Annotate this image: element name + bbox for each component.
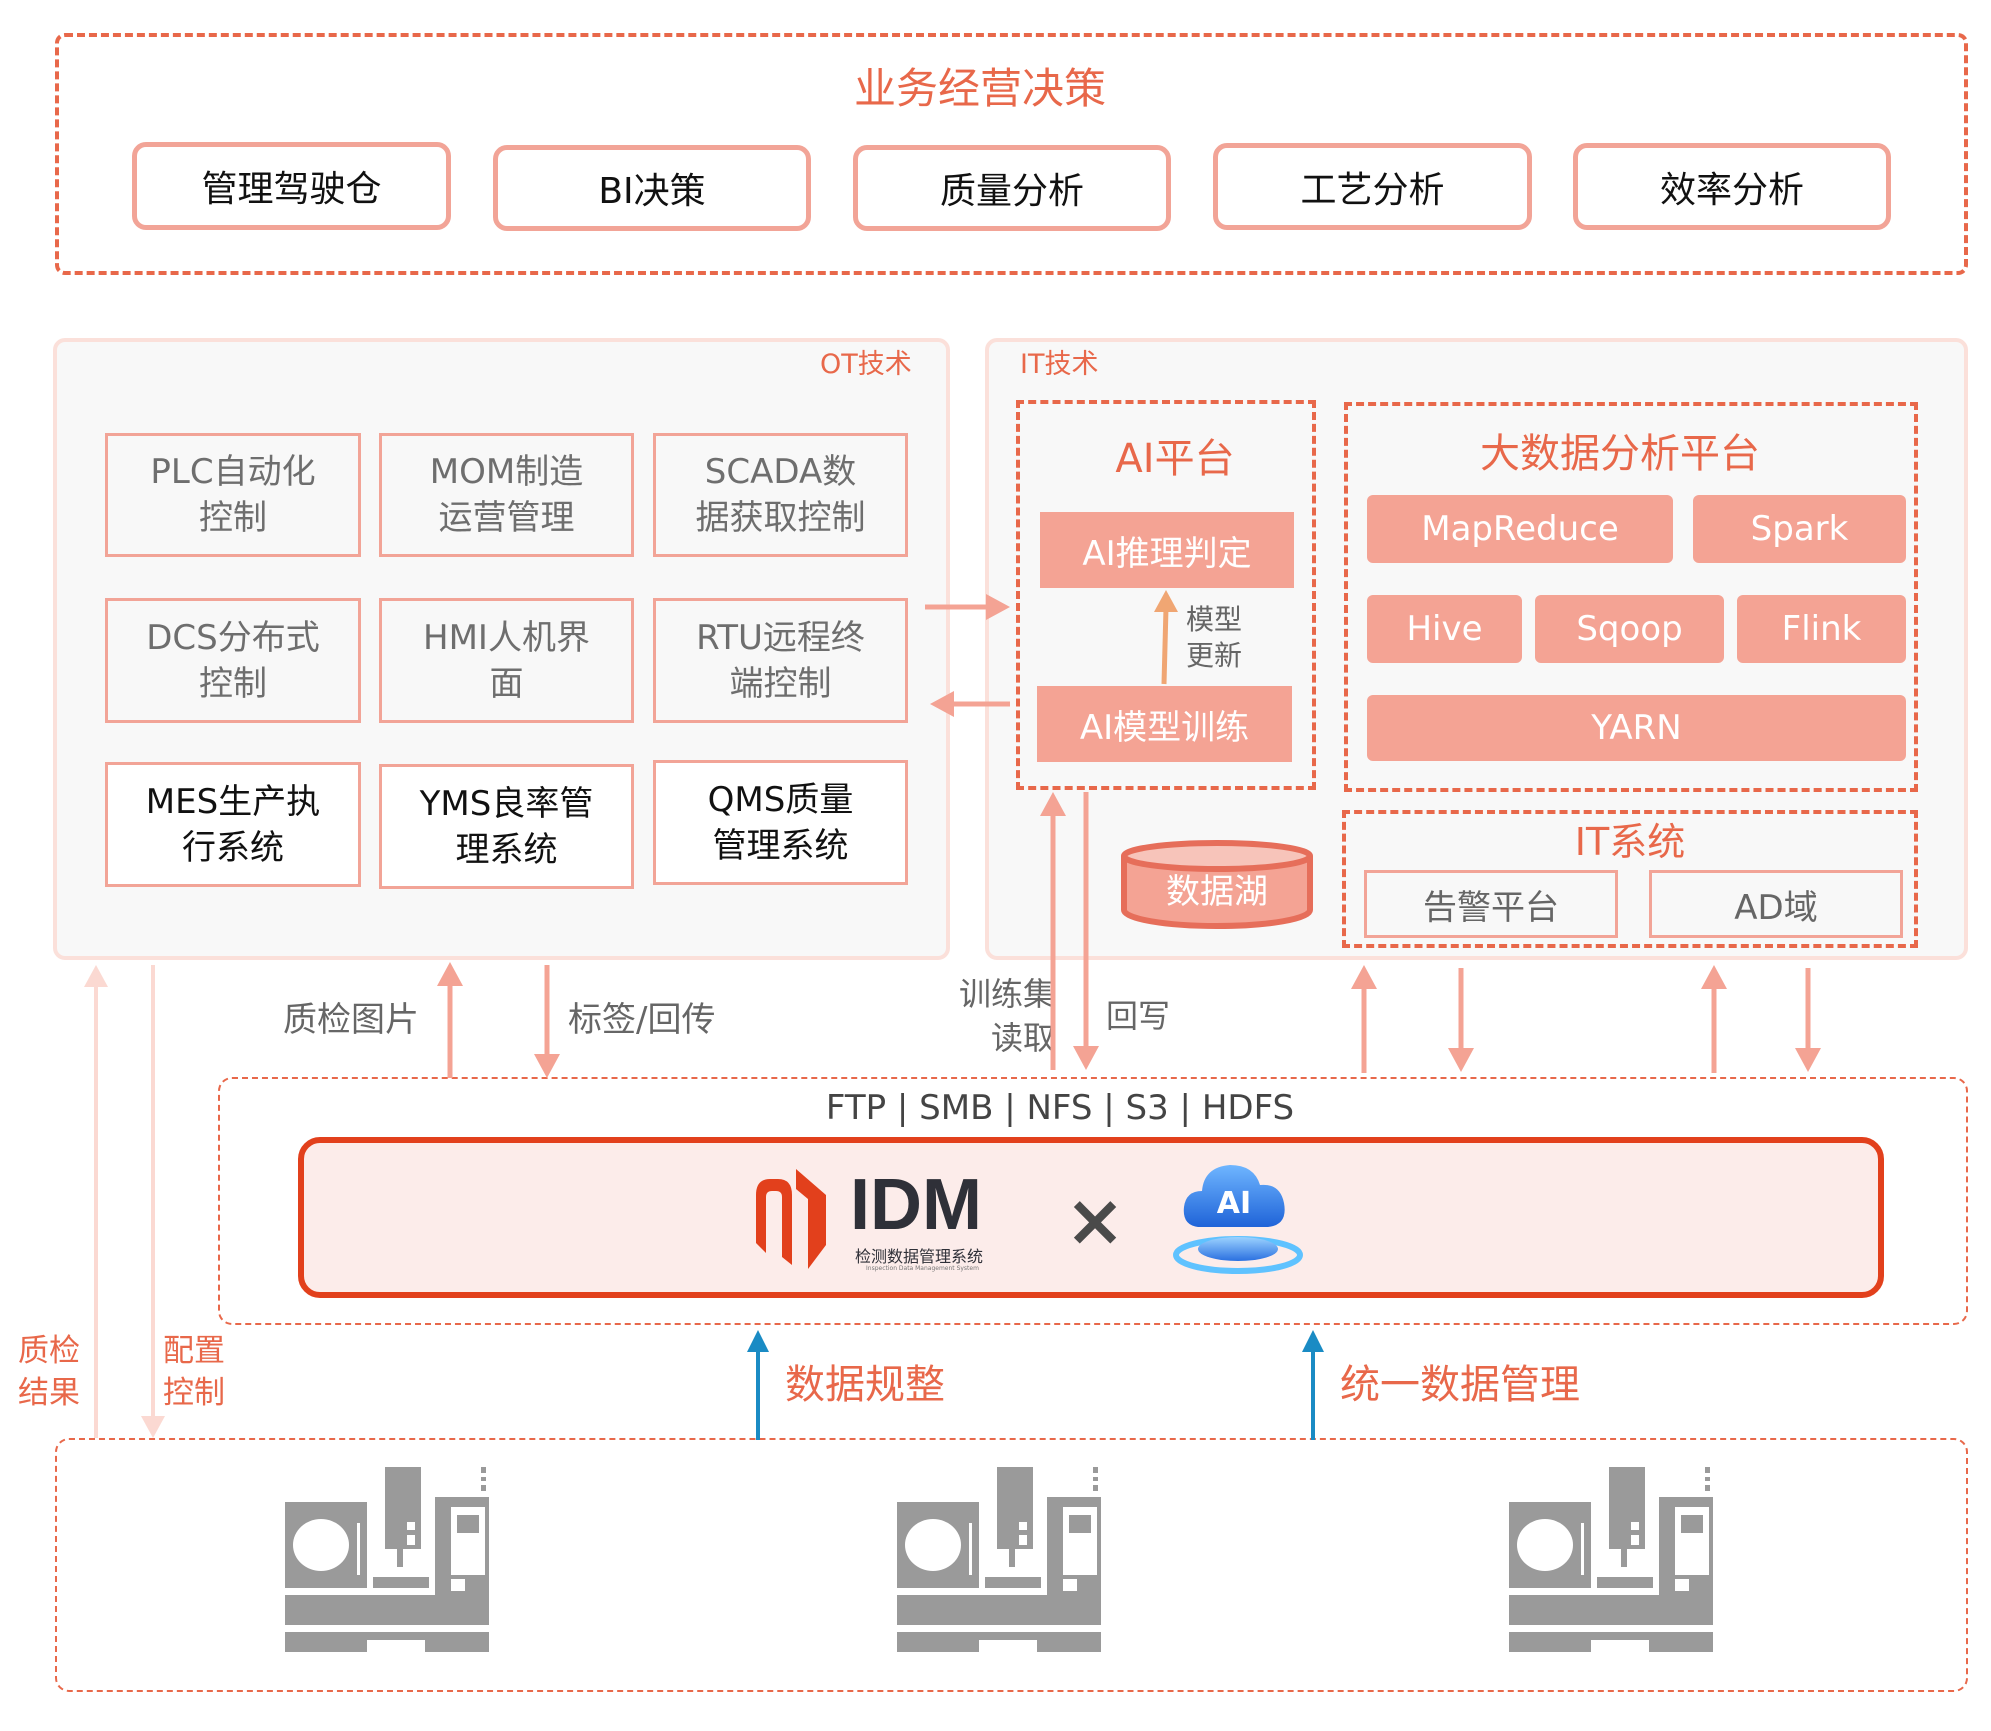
flow-label-labels-return: 标签/回传 (568, 1000, 716, 1040)
flow-label-train-read: 训练集读取 (945, 972, 1055, 1060)
ot-cell-line: MOM制造 (429, 452, 584, 492)
it-alert-platform[interactable]: 告警平台 (1364, 870, 1618, 938)
ot-cell-qms[interactable]: QMS质量管理系统 (653, 760, 908, 885)
flow-label-data-normalize: 数据规整 (785, 1362, 945, 1408)
ai-platform-title: AI平台 (1115, 436, 1235, 482)
ai-cloud-icon: AI (1173, 1165, 1303, 1274)
equipment-panel (55, 1438, 1968, 1692)
ot-cell-line: 控制 (199, 498, 267, 538)
arrowhead (1795, 1048, 1821, 1072)
machine-icon (1509, 1467, 1713, 1652)
bigdata-title: 大数据分析平台 (1480, 431, 1760, 477)
arrowhead (1302, 1330, 1324, 1352)
biz-efficiency-button[interactable]: 效率分析 (1573, 143, 1891, 230)
arrowhead (84, 965, 108, 987)
flow-label-line: 结果 (18, 1375, 80, 1411)
ot-label: OT技术 (820, 349, 912, 380)
flow-label-line: 质检 (18, 1333, 80, 1369)
bigdata-mapreduce[interactable]: MapReduce (1367, 495, 1673, 563)
flow-label-unified-mgmt: 统一数据管理 (1340, 1362, 1580, 1408)
protocol-list: FTP | SMB | NFS | S3 | HDFS (825, 1088, 1295, 1128)
arrowhead (1073, 1046, 1099, 1070)
business-decision-panel (55, 33, 1968, 275)
arrowhead (437, 962, 463, 986)
ot-cell-line: QMS质量 (707, 779, 854, 820)
ot-cell-line: 运营管理 (438, 498, 575, 538)
times-icon: × (1064, 1178, 1126, 1262)
idm-en-subtitle: Inspection Data Management System (866, 1265, 979, 1272)
bigdata-platform-panel (1344, 402, 1918, 792)
flow-label-qc-images: 质检图片 (283, 1000, 419, 1040)
bigdata-spark[interactable]: Spark (1693, 495, 1906, 563)
ot-cell-line: HMI人机界 (423, 617, 590, 658)
idm-cn-subtitle: 检测数据管理系统 (855, 1247, 984, 1266)
flow-label-config: 配置控制 (163, 1330, 233, 1414)
model-update-line: 更新 (1186, 639, 1243, 672)
arrowhead (1448, 1048, 1474, 1072)
it-systems-title: IT系统 (1574, 819, 1686, 864)
ot-cell-line: RTU远程终 (696, 617, 865, 658)
biz-bi-button[interactable]: BI决策 (493, 145, 811, 231)
idm-wordmark: IDM (850, 1165, 982, 1245)
arrowhead (1701, 965, 1727, 989)
data-lake-label: 数据湖 (1166, 871, 1268, 912)
bigdata-yarn[interactable]: YARN (1367, 695, 1906, 761)
model-update-line: 模型 (1186, 603, 1243, 636)
it-label: IT技术 (1020, 349, 1099, 380)
arrowhead (534, 1054, 560, 1078)
ot-cell-rtu[interactable]: RTU远程终端控制 (653, 598, 908, 723)
ai-platform-panel (1016, 400, 1316, 790)
flow-label-line: 读取 (990, 1019, 1055, 1057)
biz-cockpit-button[interactable]: 管理驾驶仓 (132, 142, 451, 230)
ot-cell-yms[interactable]: YMS良率管理系统 (379, 764, 634, 889)
idm-band (298, 1137, 1884, 1298)
it-ad-domain[interactable]: AD域 (1649, 870, 1903, 938)
bigdata-hive[interactable]: Hive (1367, 595, 1522, 663)
data-lake-icon[interactable] (1118, 838, 1316, 932)
machine-icon (897, 1467, 1101, 1652)
arrowhead (747, 1330, 769, 1352)
ai-training-box[interactable]: AI模型训练 (1037, 686, 1292, 762)
flow-label-qc-result: 质检结果 (18, 1330, 88, 1414)
ot-cell-plc[interactable]: PLC自动化控制 (105, 433, 361, 557)
flow-label-line: 训练集 (958, 975, 1055, 1013)
ot-cell-scada[interactable]: SCADA数据获取控制 (653, 433, 908, 557)
ot-cell-line: PLC自动化 (150, 452, 316, 492)
flow-label-write-back: 回写 (1106, 997, 1171, 1035)
biz-quality-button[interactable]: 质量分析 (853, 145, 1171, 231)
ot-cell-dcs[interactable]: DCS分布式控制 (105, 598, 361, 723)
biz-process-button[interactable]: 工艺分析 (1213, 143, 1532, 230)
model-update-label: 模型更新 (1186, 602, 1256, 682)
ot-cell-hmi[interactable]: HMI人机界面 (379, 598, 634, 723)
ai-inference-box[interactable]: AI推理判定 (1040, 512, 1294, 588)
ot-cell-line: 管理系统 (712, 825, 849, 866)
flow-label-line: 配置 (163, 1333, 225, 1369)
flow-label-line: 控制 (163, 1375, 225, 1411)
ot-cell-line: 控制 (199, 663, 267, 704)
it-systems-panel (1342, 810, 1918, 948)
bigdata-flink[interactable]: Flink (1737, 595, 1906, 663)
ot-cell-line: 行系统 (182, 827, 284, 868)
ot-cell-mom[interactable]: MOM制造运营管理 (379, 433, 634, 557)
storage-protocol-panel (218, 1077, 1968, 1325)
idm-logo-icon (756, 1169, 826, 1269)
ot-cell-line: 理系统 (455, 829, 558, 870)
ot-cell-line: DCS分布式 (146, 617, 320, 658)
ot-cell-line: YMS良率管 (419, 783, 594, 824)
ot-cell-line: MES生产执 (145, 781, 321, 822)
ot-cell-line: 面 (489, 663, 524, 704)
arrowhead (1351, 965, 1377, 989)
arrowhead (141, 1416, 165, 1438)
ai-badge-text: AI (1217, 1186, 1251, 1221)
machine-icon (285, 1467, 489, 1652)
ot-cell-line: SCADA数 (704, 452, 857, 492)
ot-cell-line: 据获取控制 (695, 498, 866, 538)
ot-cell-mes[interactable]: MES生产执行系统 (105, 762, 361, 887)
ot-cell-line: 端控制 (729, 663, 832, 704)
bigdata-sqoop[interactable]: Sqoop (1535, 595, 1724, 663)
business-title: 业务经营决策 (853, 63, 1106, 113)
